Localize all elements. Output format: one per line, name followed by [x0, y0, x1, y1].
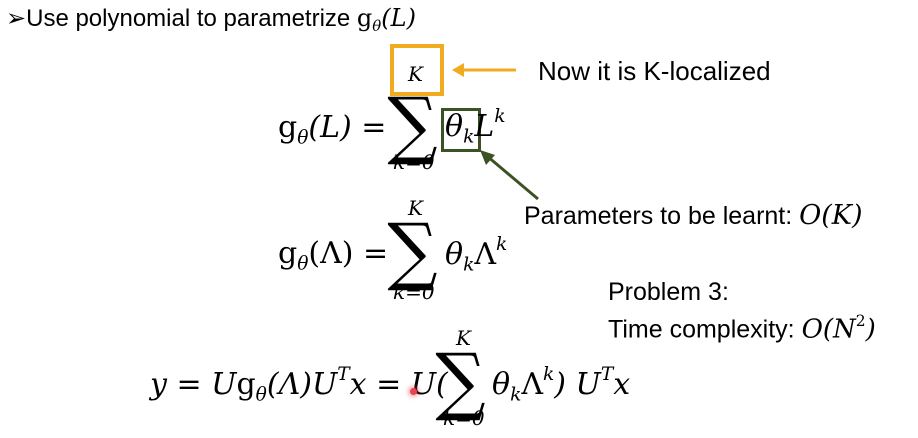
eq1-theta: θ [445, 108, 464, 144]
eq3-var: Λ [521, 366, 544, 402]
eq3-theta: θ [492, 366, 511, 402]
bullet-text: Use polynomial to parametrize [26, 5, 357, 32]
eq2-theta-sub: k [463, 254, 475, 276]
eq1-upper: K [408, 62, 423, 86]
eq2-var: Λ [474, 236, 497, 272]
params-value: O(K) [799, 200, 863, 231]
eq1-arg: (L) = [308, 110, 387, 145]
eq1-sigma: ∑ [387, 82, 438, 168]
bullet-theta: θ [372, 17, 382, 36]
theta-k-box [441, 108, 481, 152]
eq3-lower: k=0 [443, 406, 485, 430]
eq1-var: L [474, 108, 495, 144]
bullet-arrow-icon: ➢ [6, 5, 27, 32]
eq2-arg: (Λ) = [308, 236, 389, 271]
eq2-g-sub: θ [297, 253, 309, 275]
eq2-g: g [278, 236, 298, 271]
eq3-sigma: ∑ [435, 338, 486, 424]
eq1-g: g [278, 110, 298, 145]
eq2-sigma: ∑ [387, 208, 438, 294]
eq3-t1: T [337, 364, 350, 385]
bullet-g: g [356, 4, 373, 32]
eq3-lhs: y = Ugθ(Λ)UTx = U( [150, 364, 448, 405]
problem-line: Time complexity: O(N2) [608, 312, 876, 345]
eq2-rhs: θkΛk [445, 234, 507, 275]
eq1-exp: k [494, 106, 506, 127]
problem-exp: 2 [855, 312, 866, 330]
eq1-lower: k=0 [393, 150, 435, 174]
eq3-theta-sub: k [510, 384, 522, 406]
eq1-rhs: θkLk [445, 106, 506, 147]
eq2-upper: K [408, 196, 423, 220]
eq1-lhs: gθ(L) = [278, 110, 386, 149]
eq3-exp: k [543, 364, 555, 385]
eq3-lhs-text: y = U [150, 366, 237, 402]
eq1-theta-sub: k [463, 126, 475, 148]
k-localized-label: Now it is K-localized [538, 56, 771, 86]
eq3-arg: (Λ)U [266, 366, 338, 402]
orange-arrow-icon [452, 63, 516, 77]
eq3-g: g [236, 366, 256, 402]
eq2-lhs: gθ(Λ) = [278, 236, 388, 275]
params-label: Parameters to be learnt: O(K) [524, 200, 863, 231]
eq1-g-sub: θ [297, 127, 309, 149]
k-localized-box [390, 44, 444, 96]
eq2-exp: k [496, 234, 508, 255]
bullet-line: ➢Use polynomial to parametrize gθ(L) [6, 4, 416, 35]
params-prefix: Parameters to be learnt: [524, 202, 800, 230]
eq3-rhs: θkΛk) UTx [492, 364, 630, 405]
eq3-close: ) U [554, 366, 601, 402]
problem-O: O(N [801, 314, 856, 345]
eq3-t2: T [600, 364, 614, 385]
cursor-dot-icon [410, 388, 417, 395]
eq2-theta: θ [445, 236, 464, 272]
eq3-mid: x = U( [349, 366, 448, 402]
eq3-g-sub: θ [255, 384, 267, 406]
bullet-arg: (L) [381, 4, 416, 32]
problem-close: ) [865, 314, 876, 345]
green-arrow-icon [480, 150, 539, 201]
problem-prefix: Time complexity: [608, 315, 802, 344]
eq3-tail: x [613, 366, 631, 402]
eq3-upper: K [456, 326, 471, 350]
problem-title: Problem 3: [608, 278, 729, 306]
eq2-lower: k=0 [393, 280, 435, 304]
